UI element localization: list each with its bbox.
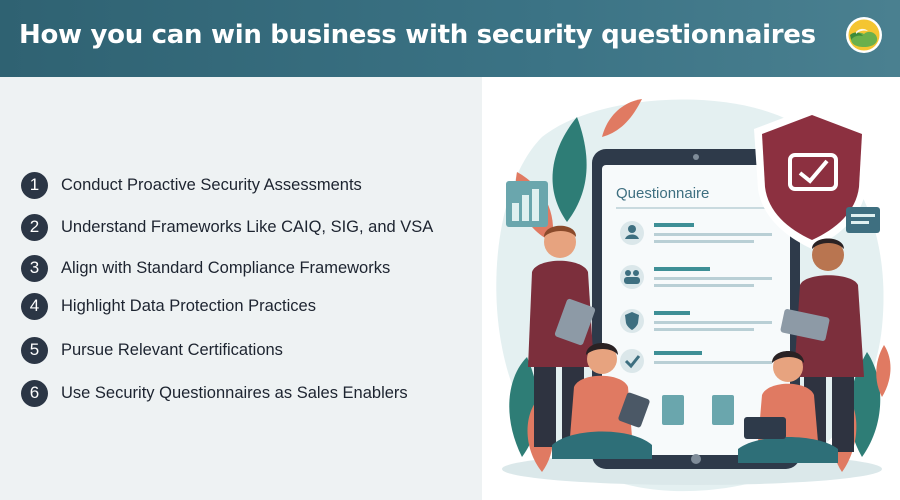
questionnaire-illustration: Questionnaire	[496, 99, 891, 492]
step-label: Align with Standard Compliance Framework…	[61, 258, 391, 277]
screen-title: Questionnaire	[616, 185, 709, 202]
shield-icon	[625, 312, 639, 330]
check-icon	[624, 355, 641, 369]
step-number-badge: 1	[21, 171, 48, 199]
document-card-icon	[712, 395, 734, 425]
document-card-icon	[662, 395, 684, 425]
user-icon	[625, 225, 639, 239]
steps-panel: 1 Conduct Proactive Security Assessments…	[0, 77, 482, 500]
person-sitting-left	[552, 343, 652, 459]
step-item: 5 Pursue Relevant Certifications	[21, 336, 283, 364]
step-item: 6 Use Security Questionnaires as Sales E…	[21, 379, 408, 407]
step-label: Use Security Questionnaires as Sales Ena…	[61, 383, 408, 402]
cloud-sun-logo-icon	[846, 17, 882, 53]
step-item: 3 Align with Standard Compliance Framewo…	[21, 254, 390, 282]
step-item: 2 Understand Frameworks Like CAIQ, SIG, …	[21, 213, 433, 241]
step-number-badge: 2	[21, 213, 48, 241]
step-label: Understand Frameworks Like CAIQ, SIG, an…	[61, 217, 434, 236]
step-item: 1 Conduct Proactive Security Assessments	[21, 171, 362, 199]
page-title: How you can win business with security q…	[19, 20, 816, 50]
tablet-device	[592, 149, 800, 469]
step-number-badge: 4	[21, 292, 48, 320]
step-number-badge: 5	[21, 336, 48, 364]
people-icon	[624, 270, 640, 284]
chart-card-icon	[506, 181, 548, 227]
shield-check-icon	[754, 107, 870, 249]
step-number-badge: 3	[21, 254, 48, 282]
questionnaire-rows	[620, 221, 772, 373]
step-item: 4 Highlight Data Protection Practices	[21, 292, 316, 320]
header-banner: How you can win business with security q…	[0, 0, 900, 77]
step-label: Highlight Data Protection Practices	[61, 296, 316, 315]
chat-bubble-icon	[846, 207, 880, 233]
step-label: Conduct Proactive Security Assessments	[61, 175, 362, 194]
steps-list: 1 Conduct Proactive Security Assessments…	[0, 77, 482, 500]
step-number-badge: 6	[21, 379, 48, 407]
person-sitting-right	[738, 351, 838, 463]
step-label: Pursue Relevant Certifications	[61, 340, 283, 359]
